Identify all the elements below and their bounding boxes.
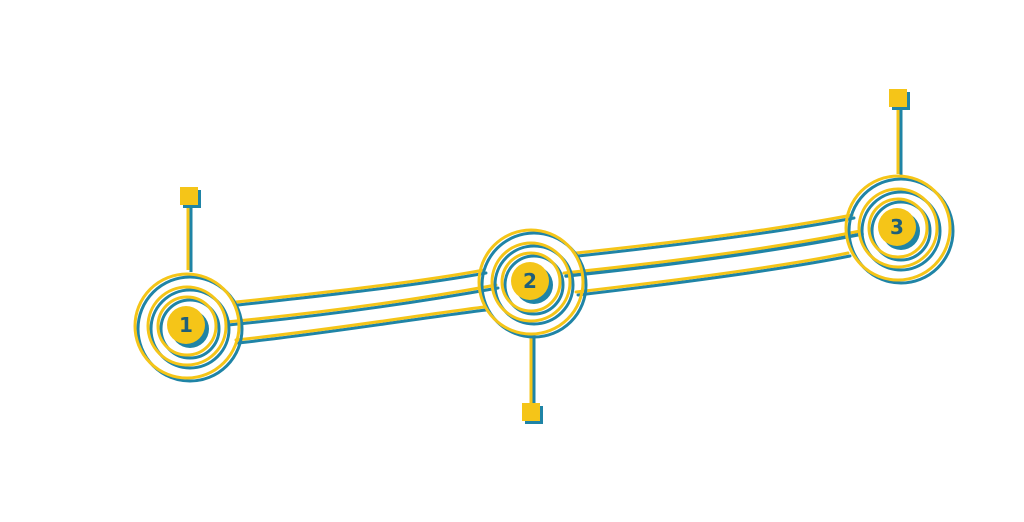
node-3-outer-ring-yellow bbox=[844, 174, 952, 282]
node-2-mid-ring-yellow bbox=[490, 241, 572, 323]
connector-2-3-lower-yellow bbox=[574, 251, 850, 294]
node-1-inner-ring-yellow bbox=[156, 295, 218, 357]
node-3-label: 3 bbox=[890, 215, 904, 239]
connector-2-3 bbox=[562, 213, 864, 297]
connector-1-2-inner-blue bbox=[226, 286, 500, 327]
node-1-inner-ring-blue bbox=[159, 298, 221, 360]
node-2-marker bbox=[522, 403, 540, 421]
node-2: 2 bbox=[477, 228, 588, 424]
connector-2-3-inner-blue bbox=[564, 232, 864, 278]
node-1-disc bbox=[167, 306, 205, 344]
node-1-outer-ring-yellow bbox=[133, 272, 241, 380]
connector-2-3-outer-blue bbox=[576, 216, 856, 258]
connector-1-2 bbox=[224, 268, 500, 345]
node-3-outer-ring-blue bbox=[847, 177, 955, 285]
node-3-inner-ring-blue bbox=[870, 200, 932, 262]
connector-1-2-outer-yellow bbox=[234, 268, 486, 304]
connector-1-2-inner-yellow bbox=[224, 283, 498, 324]
node-2-inner-ring-yellow bbox=[500, 251, 562, 313]
connector-2-3-outer-yellow bbox=[574, 213, 854, 255]
node-1-mid-ring-blue bbox=[149, 288, 231, 370]
node-1-marker bbox=[180, 187, 198, 205]
node-3-inner-ring-yellow bbox=[867, 197, 929, 259]
connector-2-3-lower-blue bbox=[576, 254, 852, 297]
node-1-mid-ring-yellow bbox=[146, 285, 228, 367]
node-2-inner-ring-blue bbox=[503, 254, 565, 316]
node-2-disc bbox=[511, 262, 549, 300]
node-3: 3 bbox=[844, 89, 955, 285]
node-1: 1 bbox=[133, 187, 244, 383]
connector-2-3-inner-yellow bbox=[562, 229, 862, 275]
node-2-outer-ring-blue bbox=[480, 231, 588, 339]
node-3-marker bbox=[889, 89, 907, 107]
connector-1-2-lower-blue bbox=[236, 308, 488, 345]
node-1-label: 1 bbox=[179, 313, 193, 337]
connector-1-2-outer-blue bbox=[236, 271, 488, 307]
node-2-outer-ring-yellow bbox=[477, 228, 585, 336]
connector-1-2-lower-yellow bbox=[234, 305, 486, 342]
node-2-mid-ring-blue bbox=[493, 244, 575, 326]
node-3-mid-ring-blue bbox=[860, 190, 942, 272]
node-1-outer-ring-blue bbox=[136, 275, 244, 383]
node-3-mid-ring-yellow bbox=[857, 187, 939, 269]
node-2-label: 2 bbox=[523, 269, 537, 293]
node-3-disc bbox=[878, 208, 916, 246]
